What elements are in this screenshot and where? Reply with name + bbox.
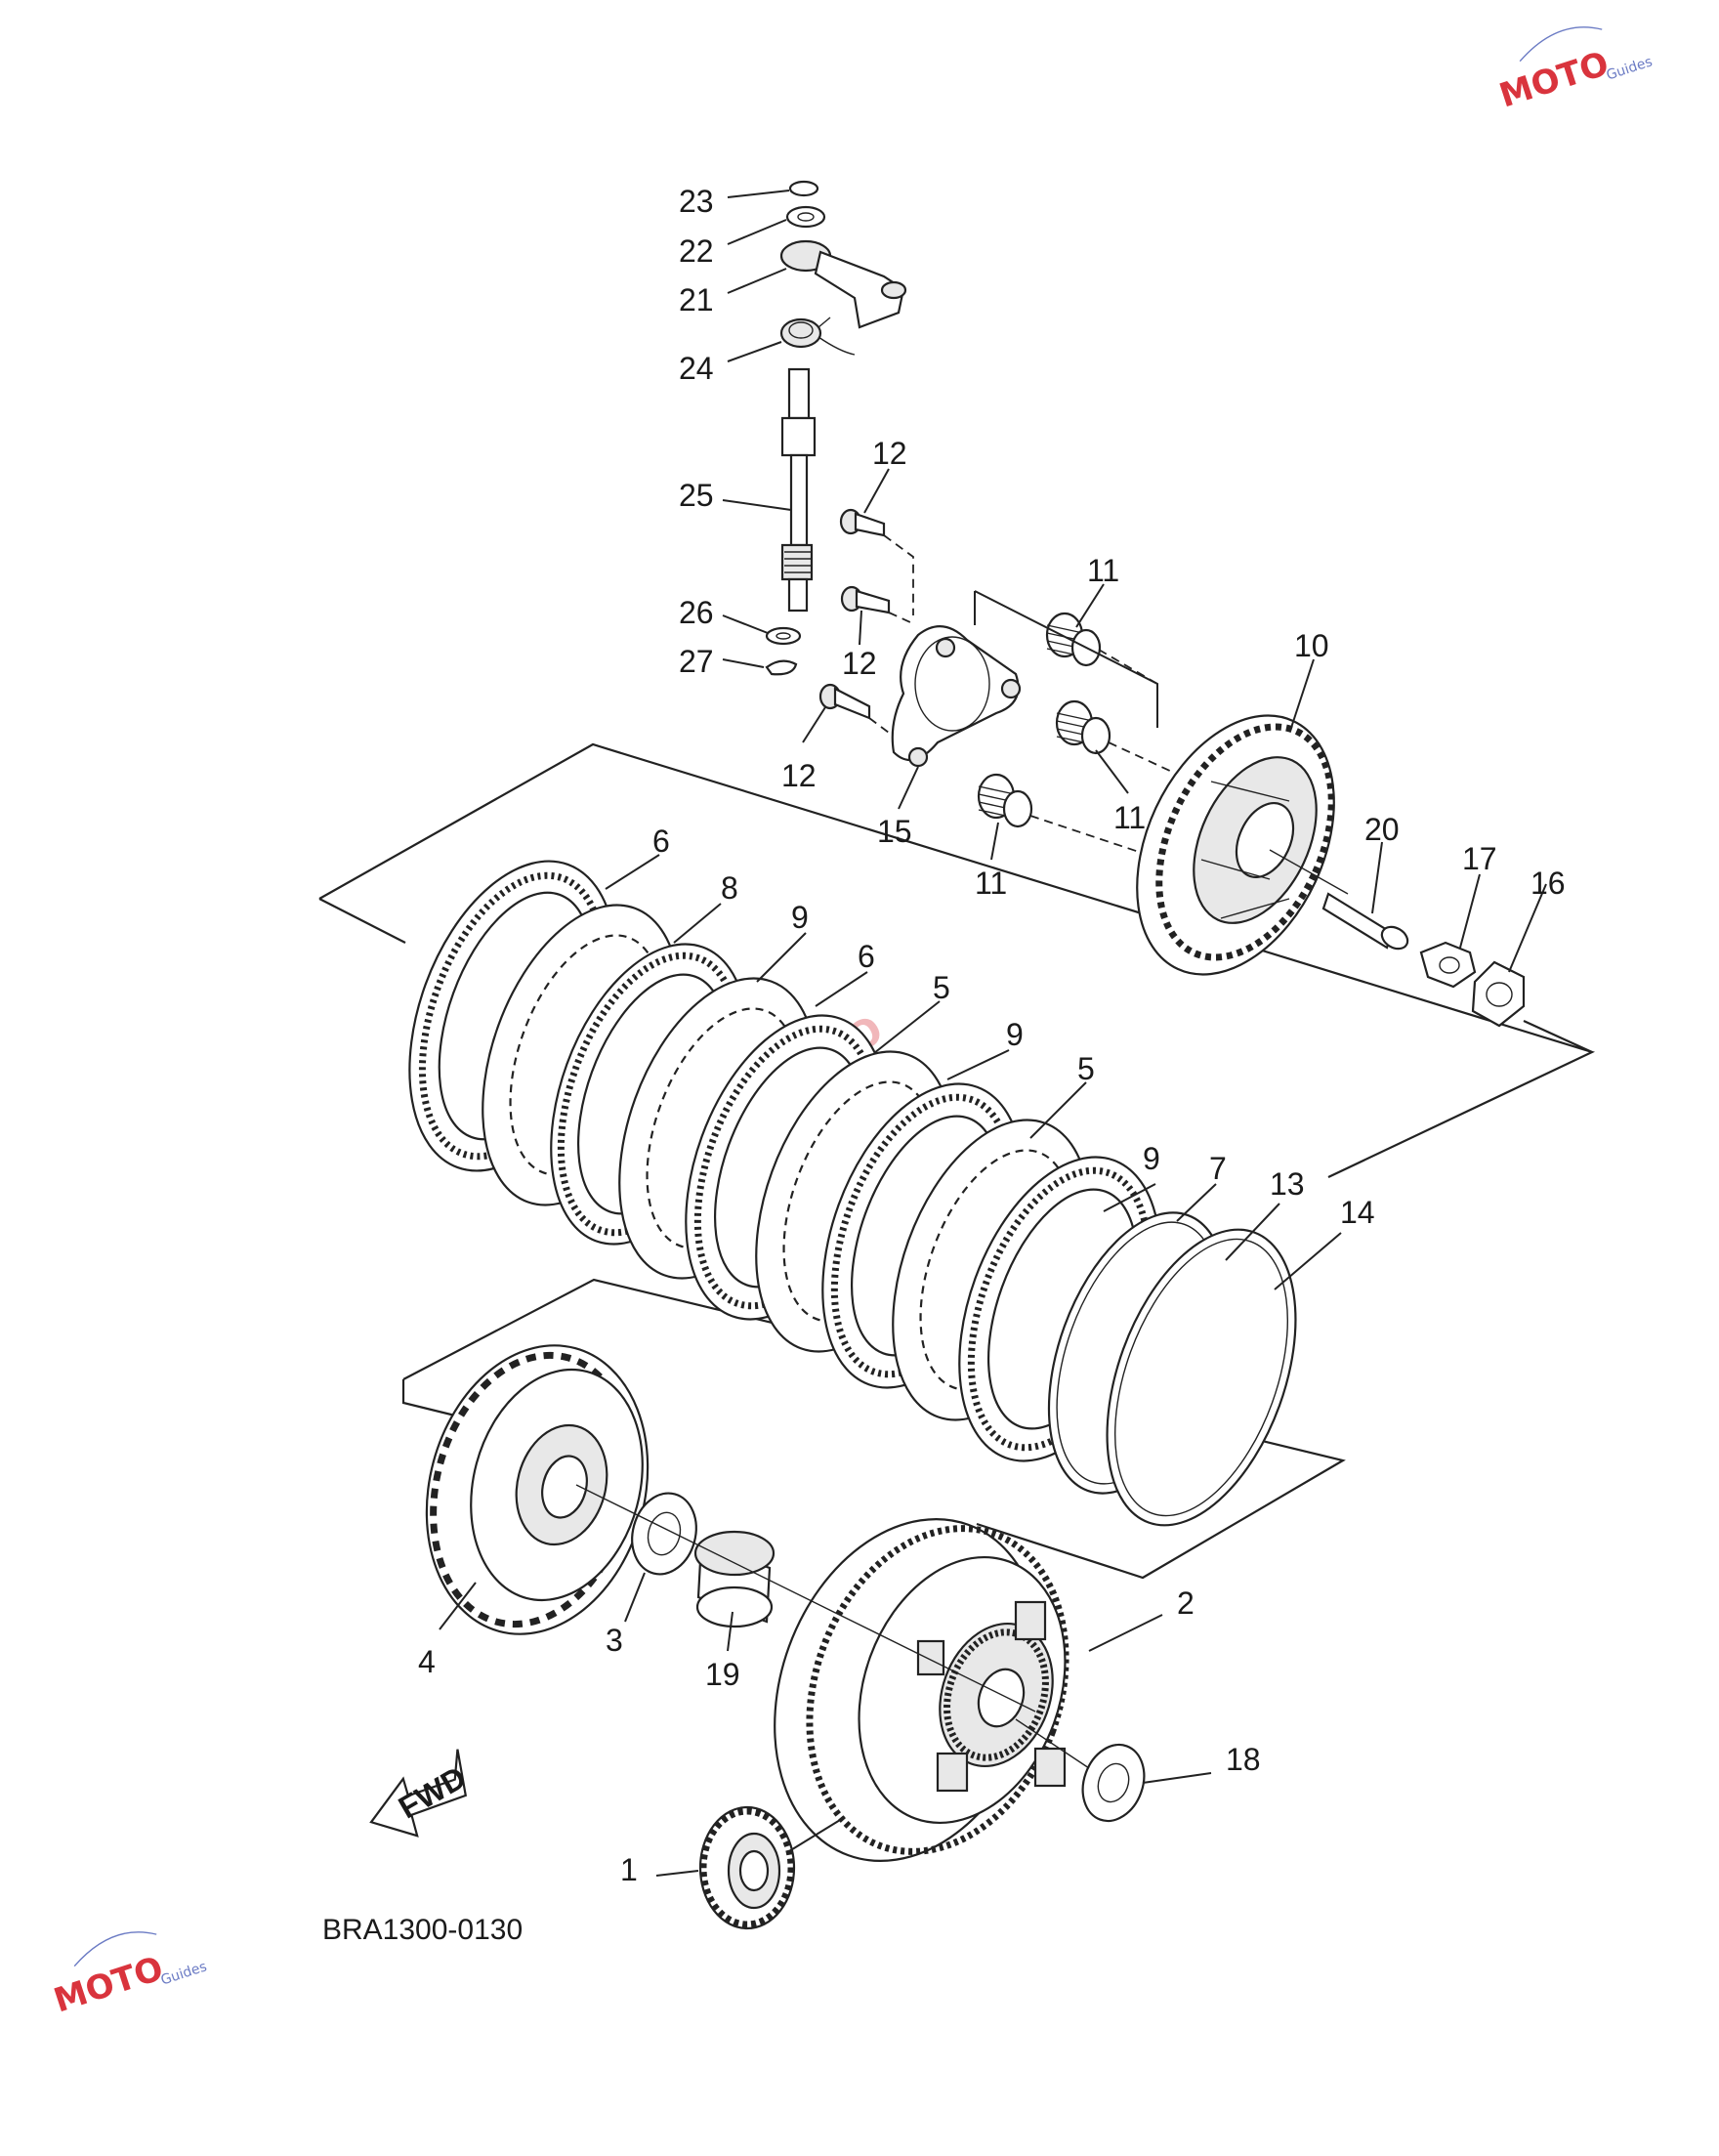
callout-16: 16: [1530, 866, 1566, 901]
callout-12-b: 12: [842, 646, 877, 681]
callout-5-a: 5: [933, 970, 950, 1005]
nut-17: [1419, 941, 1477, 989]
callout-23: 23: [679, 184, 714, 219]
callout-18: 18: [1226, 1742, 1261, 1777]
callout-12-a: 12: [872, 436, 907, 471]
callout-27: 27: [679, 644, 714, 679]
callout-15: 15: [877, 814, 912, 849]
clutch-boss-4: [425, 1344, 650, 1635]
callout-11-b: 11: [1113, 800, 1146, 835]
callout-7: 7: [1209, 1151, 1227, 1186]
fwd-label: FWD: [393, 1759, 472, 1826]
plate-stack-outline-left: [318, 898, 406, 944]
lock-washer-16: [1471, 960, 1526, 1028]
callout-9-a: 9: [791, 900, 809, 935]
callout-6-b: 6: [858, 939, 875, 974]
boss-outline-left: [401, 1379, 460, 1418]
spring-plate-15: [891, 625, 1022, 768]
primary-driven-gear-2: [774, 1518, 1069, 1862]
callout-11-c: 11: [975, 866, 1007, 901]
circlip-23: [788, 180, 819, 197]
callout-21: 21: [679, 282, 714, 317]
pressure-plate-10: [1136, 714, 1335, 976]
plate-stack-outline-right: [1523, 1019, 1593, 1054]
callout-1: 1: [620, 1852, 638, 1887]
callout-8: 8: [721, 870, 738, 906]
push-shaft-25: [780, 367, 817, 613]
bolt-12-b: [840, 585, 891, 614]
callout-11-a: 11: [1087, 553, 1119, 588]
fwd-arrow-icon: FWD: [369, 1749, 472, 1838]
torsion-spring-24: [779, 317, 856, 356]
callout-22: 22: [679, 233, 714, 269]
callout-17: 17: [1462, 841, 1497, 876]
primary-drive-gear-1: [698, 1805, 796, 1930]
callout-20: 20: [1364, 812, 1400, 847]
callout-5-b: 5: [1077, 1051, 1095, 1086]
callout-26: 26: [679, 595, 714, 630]
watermark-bottom-left: MOTO Guides: [49, 1931, 209, 2021]
callout-4: 4: [418, 1644, 436, 1679]
callout-10: 10: [1294, 628, 1329, 663]
callout-19: 19: [705, 1657, 740, 1692]
watermark-top-right: MOTO Guides: [1494, 26, 1655, 116]
push-rod-20: [1321, 892, 1409, 951]
clutch-spring-11-c: [977, 773, 1033, 828]
bushing-19: [693, 1530, 776, 1628]
callout-6-a: 6: [652, 824, 670, 859]
push-lever-21: [779, 239, 907, 329]
callout-12-c: 12: [781, 758, 817, 793]
clutch-spring-11-a: [1045, 612, 1102, 667]
callout-2: 2: [1177, 1585, 1195, 1621]
bolt-12-a: [839, 508, 886, 537]
washer-22: [785, 205, 826, 229]
callout-14: 14: [1340, 1195, 1375, 1230]
callout-labels: 23 22 21 24 25 26 27 12 12 12 11 11 11 1…: [418, 184, 1566, 1887]
bolt-12-c: [818, 683, 871, 720]
svg-text:MOTO: MOTO: [49, 1949, 168, 2021]
svg-text:Guides: Guides: [159, 1959, 209, 1988]
circlip-27: [765, 659, 798, 676]
svg-text:MOTO: MOTO: [1494, 44, 1614, 116]
callout-25: 25: [679, 478, 714, 513]
leader-lines: [439, 190, 1547, 1877]
svg-text:Guides: Guides: [1605, 54, 1655, 83]
callout-9-b: 9: [1006, 1017, 1024, 1052]
plate-stack-outline: [318, 742, 1596, 1178]
washer-26: [765, 626, 802, 646]
callout-24: 24: [679, 351, 714, 386]
diagram-code: BRA1300-0130: [322, 1914, 523, 1946]
callout-9-c: 9: [1143, 1141, 1160, 1176]
callout-13: 13: [1270, 1166, 1305, 1202]
washer-18: [1081, 1743, 1146, 1823]
boss-outline: [402, 1278, 1346, 1580]
clutch-spring-11-b: [1055, 699, 1111, 755]
thrust-washer-3: [631, 1492, 697, 1576]
callout-3: 3: [606, 1623, 623, 1658]
